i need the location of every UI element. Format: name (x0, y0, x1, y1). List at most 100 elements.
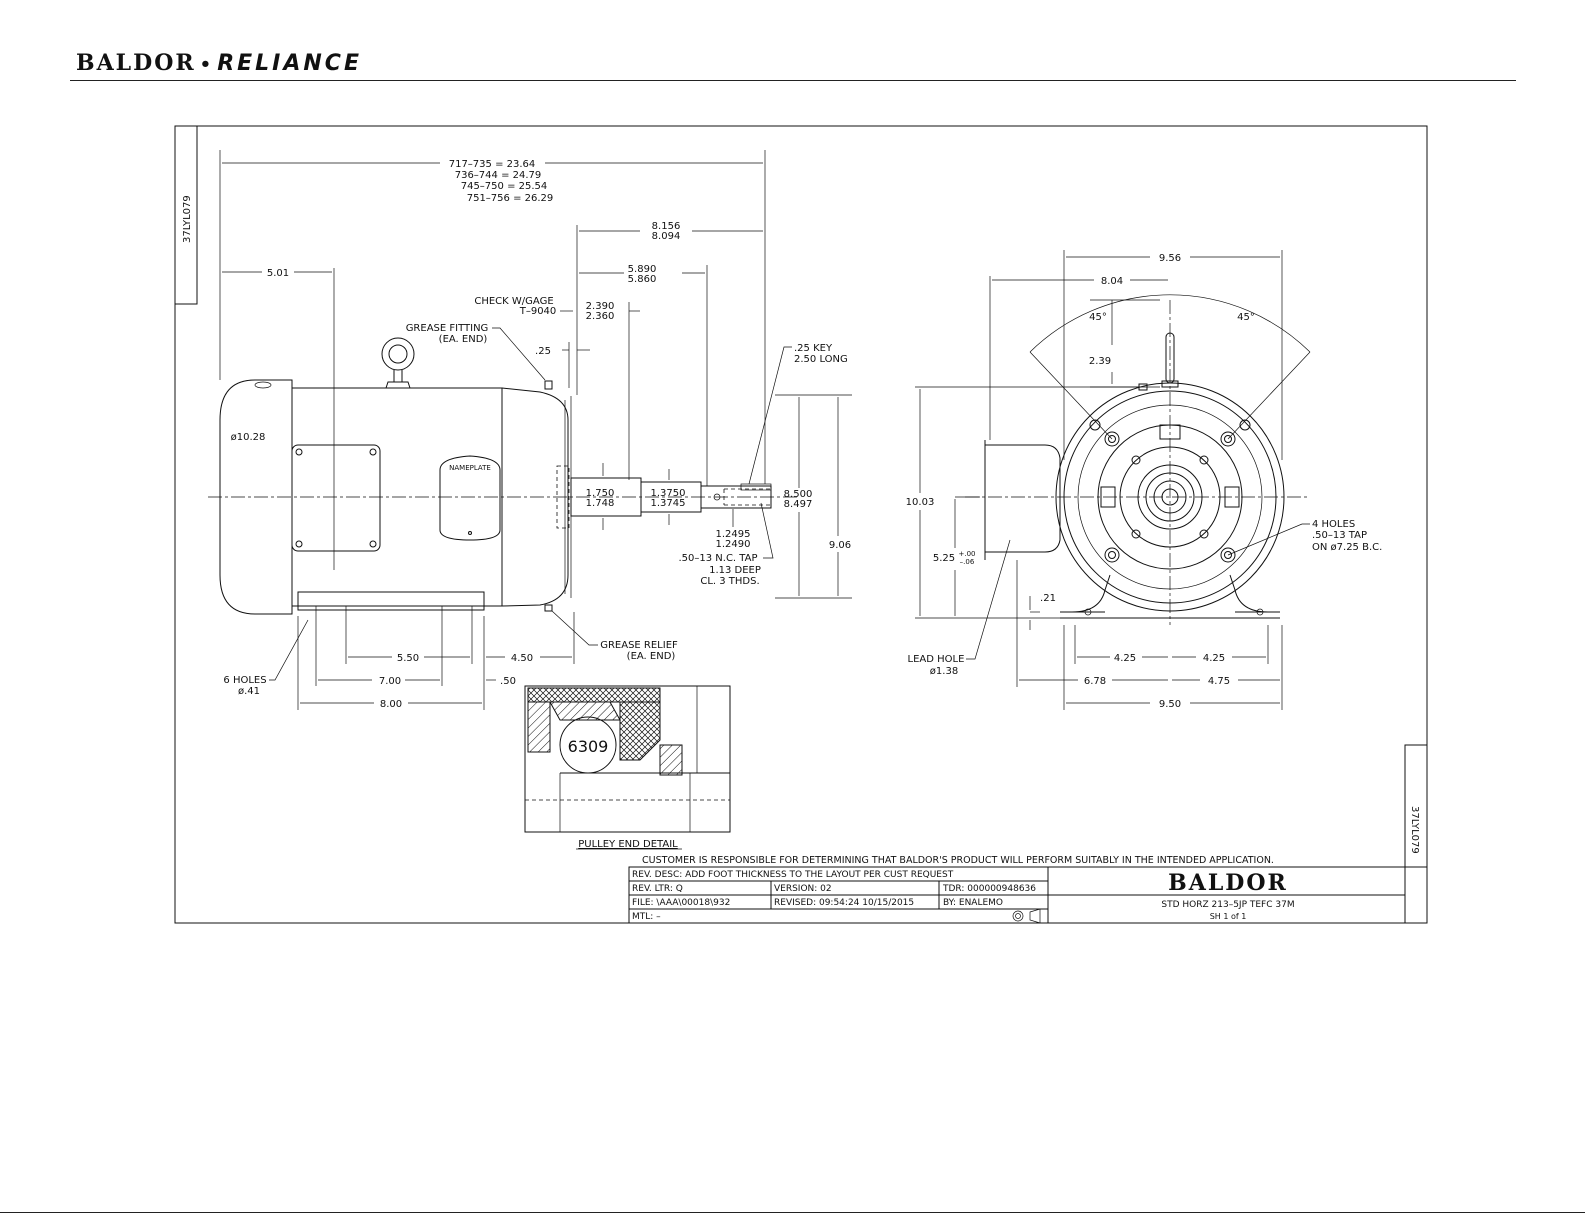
grease-fitting (544, 380, 553, 390)
sheet-number: SH 1 of 1 (1210, 912, 1247, 921)
dim-overall-4: 751–756 = 26.29 (467, 193, 554, 204)
shaft-end (700, 485, 772, 509)
revised: REVISED: 09:54:24 10/15/2015 (774, 898, 914, 908)
dim-1750-bottom: 1.748 (586, 498, 615, 509)
dim-12495-top: 1.2495 (716, 529, 751, 540)
tap-line2: 1.13 DEEP (709, 565, 761, 576)
border-code-left-tab: 37LYL079 (174, 125, 198, 305)
dim-956: 9.56 (1159, 253, 1181, 264)
dim-804: 8.04 (1101, 276, 1123, 287)
dim-1750-top: 1.750 (586, 488, 615, 499)
check-gage-line2: T–9040 (519, 306, 557, 317)
angle-arc (1029, 294, 1311, 353)
dim-800: 8.00 (380, 699, 402, 710)
tap-line1: .50–13 N.C. TAP (678, 553, 757, 564)
title-block: CUSTOMER IS RESPONSIBLE FOR DETERMINING … (628, 855, 1406, 924)
dim-overall-2: 736–744 = 24.79 (455, 170, 542, 181)
dim-8500-bottom: 8.497 (784, 499, 813, 510)
dim-239: 2.39 (1089, 356, 1111, 367)
bolt-hole-br (1220, 547, 1236, 563)
dim-overall-3: 745–750 = 25.54 (461, 181, 548, 192)
key-line1: .25 KEY (794, 343, 833, 354)
dim-700: 7.00 (379, 676, 401, 687)
bolt-hole-tl (1104, 431, 1120, 447)
end-bracket (501, 387, 569, 607)
end-view: 45° 45° 9.56 8.04 2.39 10.03 5.25 +.00 –… (906, 250, 1382, 710)
dim-550: 5.50 (397, 653, 419, 664)
brand-baldor: BALDOR (76, 50, 196, 76)
brand-logo: BALDOR•RELIANCE (76, 50, 362, 76)
border-code-left: 37LYL079 (182, 195, 193, 243)
dim-21: .21 (1040, 593, 1056, 604)
motor-foot (297, 591, 485, 611)
dim-501: 5.01 (267, 268, 289, 279)
conduit-box-end (984, 444, 1061, 553)
dim-525: 5.25 (933, 553, 955, 564)
bearing-label: 6309 (568, 737, 609, 756)
grease-relief-line2: (EA. END) (627, 651, 676, 662)
fan-cover (219, 379, 293, 615)
dim-678: 6.78 (1084, 676, 1106, 687)
six-holes-line2: ø.41 (238, 686, 260, 697)
dim-8156-bottom: 8.094 (652, 231, 681, 242)
fan-cover-vent (254, 381, 272, 389)
dim-8500-top: 8.500 (784, 489, 813, 500)
product-description: STD HORZ 213–5JP TEFC 37M (1161, 900, 1294, 910)
mtl: MTL: – (632, 912, 661, 922)
grease-fitting-line1: GREASE FITTING (406, 323, 489, 334)
dim-5890-bottom: 5.860 (628, 274, 657, 285)
lead-hole-line1: LEAD HOLE (908, 654, 965, 665)
dim-1003: 10.03 (906, 497, 935, 508)
pulley-end-detail: 6309 PULLEY END DETAIL (524, 685, 731, 850)
dim-50: .50 (500, 676, 516, 687)
nameplate-label: NAMEPLATE (449, 464, 491, 472)
title-block-logo: BALDOR (1168, 870, 1288, 896)
file: FILE: \AAA\00018\932 (632, 898, 730, 908)
check-gage-line1: CHECK W/GAGE (474, 296, 553, 307)
dim-13750-bottom: 1.3745 (651, 498, 686, 509)
key-line2: 2.50 LONG (794, 354, 848, 365)
lead-hole-line2: ø1.38 (930, 666, 958, 677)
brand-separator-dot: • (199, 54, 214, 75)
border-code-right: 37LYL079 (1409, 806, 1420, 854)
dim-906: 9.06 (829, 540, 851, 551)
tdr: TDR: 000000948636 (942, 884, 1036, 894)
nameplate-outline (439, 455, 501, 541)
dim-425-left: 4.25 (1114, 653, 1136, 664)
bolt-hole-bl (1104, 547, 1120, 563)
angle-right: 45° (1237, 312, 1255, 323)
dim-13750-top: 1.3750 (651, 488, 686, 499)
dim-5890-top: 5.890 (628, 264, 657, 275)
four-holes-line2: .50–13 TAP (1312, 530, 1367, 541)
shaft-collar-dashed (556, 465, 570, 529)
shaft-key (740, 483, 772, 491)
grease-relief-line1: GREASE RELIEF (600, 640, 678, 651)
projection-symbol-icon (1012, 908, 1041, 924)
four-holes-line1: 4 HOLES (1312, 519, 1355, 530)
tol-525-plus: +.00 (959, 550, 976, 558)
eyebolt (381, 337, 415, 389)
dim-2390-bottom: 2.360 (586, 311, 615, 322)
by: BY: ENALEMO (943, 898, 1003, 908)
dim-2390-top: 2.390 (586, 301, 615, 312)
footer-rule (0, 1212, 1585, 1213)
dim-8156-top: 8.156 (652, 221, 681, 232)
dia-1028: ø10.28 (231, 432, 266, 443)
side-view: NAMEPLATE 717–735 = 23.64 736–744 = 24.7… (208, 150, 852, 710)
dim-12495-bottom: 1.2490 (716, 539, 751, 550)
disclaimer: CUSTOMER IS RESPONSIBLE FOR DETERMINING … (642, 855, 1274, 866)
four-holes-line3: ON ø7.25 B.C. (1312, 542, 1382, 553)
pulley-detail-frame (524, 685, 731, 833)
rev-ltr: REV. LTR: Q (632, 884, 683, 894)
tol-525-minus: –.06 (960, 558, 975, 566)
dim-25: .25 (535, 346, 551, 357)
version: VERSION: 02 (774, 884, 832, 894)
dim-475: 4.75 (1208, 676, 1230, 687)
grease-relief (544, 604, 553, 612)
rev-desc: REV. DESC: ADD FOOT THICKNESS TO THE LAY… (632, 870, 954, 880)
angle-left: 45° (1089, 312, 1107, 323)
dim-425-right: 4.25 (1203, 653, 1225, 664)
six-holes-line1: 6 HOLES (223, 675, 266, 686)
grease-fitting-line2: (EA. END) (439, 334, 488, 345)
